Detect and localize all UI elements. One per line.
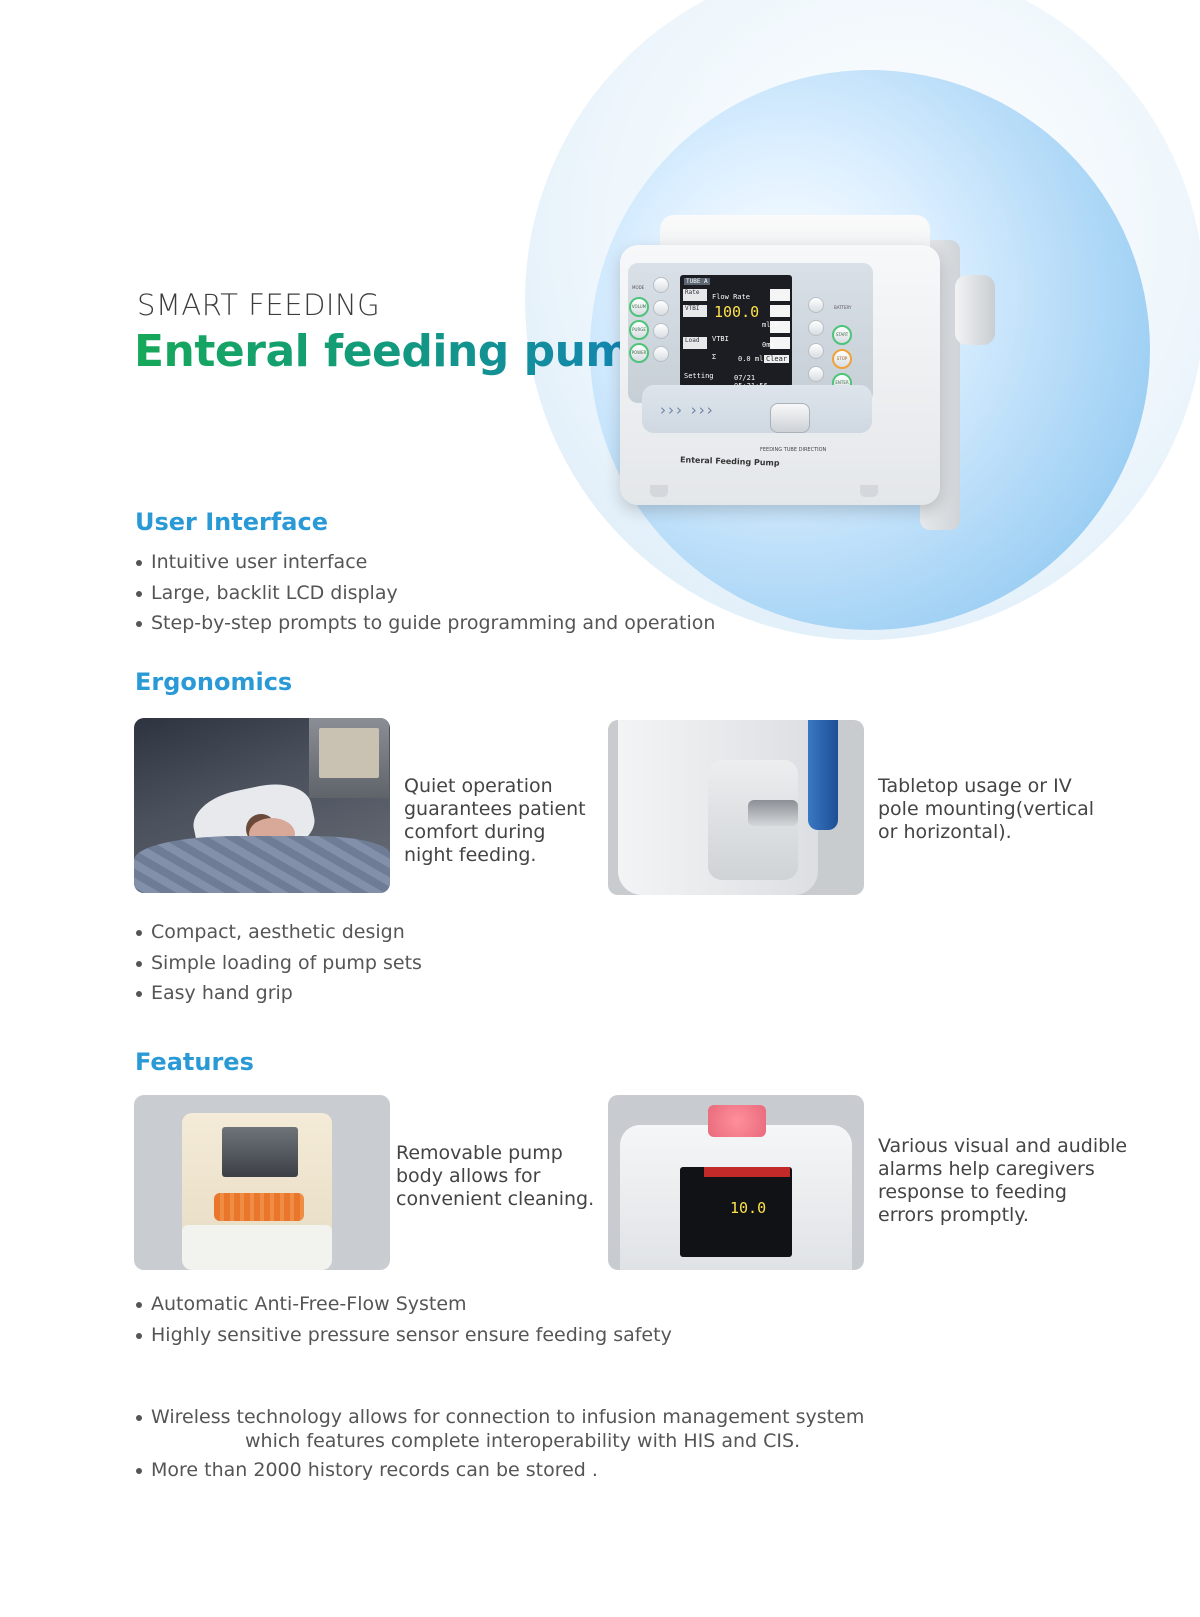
list-item-line: Wireless technology allows for connectio… [151, 1406, 865, 1428]
vtbi-tab: VTBI [683, 305, 707, 317]
pump-button [808, 366, 824, 382]
list-item: Intuitive user interface [135, 550, 715, 581]
alarm-light [708, 1105, 766, 1137]
list-item: Easy hand grip [135, 981, 422, 1012]
photo-flow-value: 10.0 [730, 1199, 767, 1217]
pump-foot [860, 485, 878, 497]
mode-label: MODE [632, 285, 645, 290]
removable-pump-photo [134, 1095, 390, 1270]
pump-foot [650, 485, 668, 497]
direction-arrows: ››› ››› [660, 401, 715, 419]
sum-value: 0.0 ml [738, 355, 764, 363]
list-item: Large, backlit LCD display [135, 581, 715, 612]
screen-tabs: Rate VTBI Load [683, 289, 707, 353]
tube-clamp [770, 403, 810, 433]
features-list: Automatic Anti-Free-Flow System Highly s… [135, 1292, 672, 1353]
user-interface-heading: User Interface [135, 508, 328, 536]
user-interface-list: Intuitive user interface Large, backlit … [135, 550, 715, 642]
ergonomics-heading: Ergonomics [135, 668, 293, 696]
sleeping-patient-photo [134, 718, 390, 893]
pump-lcd-screen: TUBE A Rate VTBI Load Flow Rate 100.0 ml… [680, 275, 792, 390]
setting-label: Setting [684, 372, 714, 380]
list-item: Simple loading of pump sets [135, 951, 422, 982]
pump-clamp-knob [955, 275, 995, 345]
screen-right-tabs [770, 289, 790, 353]
list-item: Compact, aesthetic design [135, 920, 422, 951]
alarm-caption: Various visual and audible alarms help c… [878, 1135, 1128, 1226]
purge-button: PURGE [629, 320, 649, 340]
list-item: Wireless technology allows for connectio… [135, 1405, 864, 1458]
vtbi-label: VTBI [712, 335, 729, 343]
flow-rate-unit: ml/h [762, 321, 779, 329]
sum-label: Σ [712, 353, 717, 361]
load-tab: Load [683, 337, 707, 349]
flow-rate-label: Flow Rate [712, 293, 750, 301]
tube-label: TUBE A [684, 278, 710, 285]
pump-tube-tray [642, 385, 872, 433]
pump-button [808, 343, 824, 359]
features-heading: Features [135, 1048, 254, 1076]
list-item: More than 2000 history records can be st… [135, 1458, 864, 1489]
pump-button [808, 297, 824, 313]
pump-product-image: VOLUM PURGE POWER TUBE A Rate VTBI Load … [620, 215, 1000, 535]
volume-button: VOLUM [629, 297, 649, 317]
pump-button [653, 323, 669, 339]
list-item-line: which features complete interoperability… [245, 1430, 801, 1452]
list-item: Step-by-step prompts to guide programmin… [135, 611, 715, 642]
flow-rate-value: 100.0 [714, 303, 760, 321]
list-item: Highly sensitive pressure sensor ensure … [135, 1323, 672, 1354]
start-button: START [832, 325, 852, 345]
list-item: Automatic Anti-Free-Flow System [135, 1292, 672, 1323]
features-list-2: Wireless technology allows for connectio… [135, 1405, 864, 1489]
ergonomics-list: Compact, aesthetic design Simple loading… [135, 920, 422, 1012]
hero-kicker: SMART FEEDING [137, 288, 381, 322]
battery-label: BATTERY [834, 305, 852, 310]
cleaning-caption: Removable pump body allows for convenien… [396, 1142, 595, 1210]
alarm-pump-photo: 10.0 [608, 1095, 864, 1270]
pump-button [653, 300, 669, 316]
vtbi-value: 0ml [762, 341, 775, 349]
power-button: POWER [629, 343, 649, 363]
pump-button [808, 320, 824, 336]
quiet-operation-caption: Quiet operation guarantees patient comfo… [404, 775, 586, 866]
stop-button: STOP [832, 349, 852, 369]
mounting-caption: Tabletop usage or IV pole mounting(verti… [878, 775, 1094, 843]
page-title: Enteral feeding pump [134, 326, 662, 377]
rate-tab: Rate [683, 289, 707, 301]
pump-mounting-photo [608, 720, 864, 895]
pump-button [653, 277, 669, 293]
feeding-direction-label: FEEDING TUBE DIRECTION [760, 447, 827, 453]
pump-button [653, 346, 669, 362]
clear-label: Clear [764, 355, 790, 363]
